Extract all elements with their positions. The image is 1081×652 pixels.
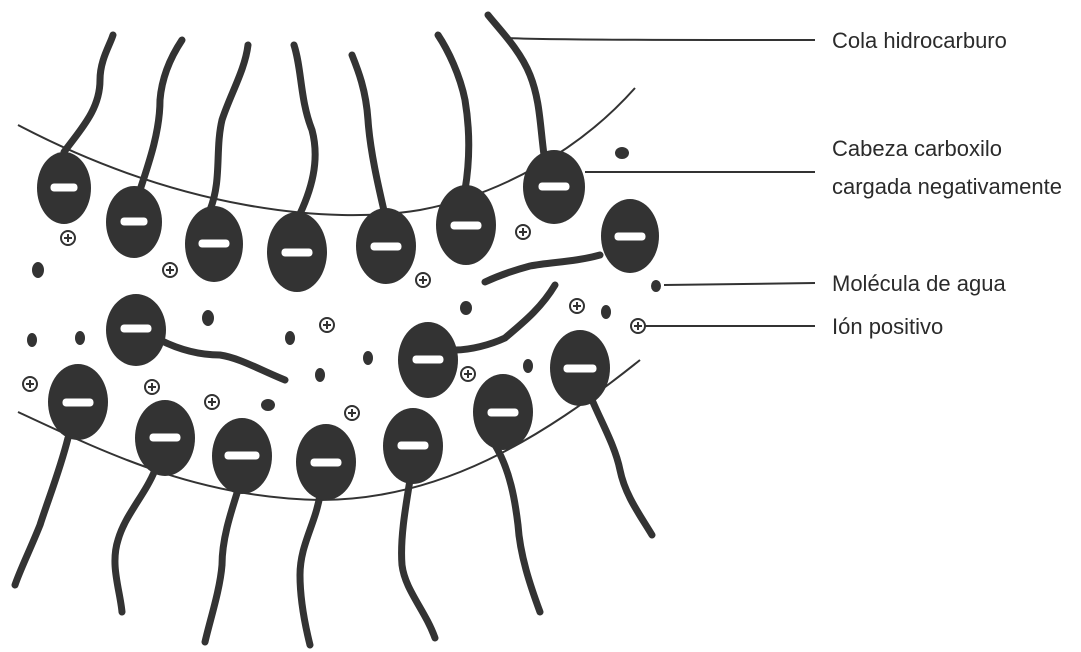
negative-charge-sign	[450, 221, 482, 230]
lower-tail	[15, 438, 68, 585]
upper-tail	[140, 40, 182, 190]
water-molecule	[651, 280, 661, 292]
water-label: Molécula de agua	[832, 271, 1006, 296]
positive-ion	[320, 318, 334, 332]
positive-ion	[516, 225, 530, 239]
water-molecule	[601, 305, 611, 319]
negative-charge-sign	[563, 364, 597, 373]
negative-charge-sign	[120, 324, 152, 333]
positive-ion	[461, 367, 475, 381]
negative-charge-sign	[310, 458, 342, 467]
lower-tail	[115, 470, 155, 612]
lower-tail	[300, 495, 320, 645]
negative-charge-sign	[538, 182, 570, 191]
negative-charge-sign	[370, 242, 402, 251]
negative-charge-sign	[50, 183, 78, 192]
positive-ion	[145, 380, 159, 394]
lower-tail	[590, 395, 652, 535]
water-molecule	[27, 333, 37, 347]
lower-tail	[205, 490, 238, 642]
water-molecule	[523, 359, 533, 373]
upper-tail	[210, 45, 248, 210]
upper-tail	[64, 35, 113, 152]
inner-tail	[485, 255, 600, 282]
upper-tail	[352, 55, 385, 215]
upper-tail	[488, 15, 544, 155]
lower-tail	[495, 445, 540, 612]
negative-charge-sign	[281, 248, 313, 257]
head-label-line2: cargada negativamente	[832, 174, 1062, 199]
positive-ion	[345, 406, 359, 420]
head-label-line1: Cabeza carboxilo	[832, 136, 1002, 161]
tail-leader-line	[506, 38, 815, 40]
water-leader-line	[664, 283, 815, 285]
upper-tail	[294, 45, 315, 220]
positive-ion	[570, 299, 584, 313]
positive-ion	[61, 231, 75, 245]
positive-ion	[23, 377, 37, 391]
water-molecule	[202, 310, 214, 326]
negative-charge-sign	[224, 451, 260, 460]
negative-charge-sign	[149, 433, 181, 442]
inner-tail	[160, 340, 285, 380]
positive-ion	[205, 395, 219, 409]
water-molecule	[261, 399, 275, 411]
negative-charge-sign	[614, 232, 646, 241]
water-molecule	[615, 147, 629, 159]
lower-tail	[402, 480, 435, 638]
negative-charge-sign	[62, 398, 94, 407]
water-molecule	[363, 351, 373, 365]
upper-tail	[438, 35, 469, 190]
negative-charge-sign	[397, 441, 429, 450]
upper-heads	[37, 150, 659, 292]
ion-label: Ión positivo	[832, 314, 943, 339]
negative-charge-sign	[120, 217, 148, 226]
positive-ion	[163, 263, 177, 277]
negative-charge-sign	[412, 355, 444, 364]
water-molecule	[32, 262, 44, 278]
positive-ion	[416, 273, 430, 287]
water-molecule	[75, 331, 85, 345]
negative-charge-sign	[487, 408, 519, 417]
negative-charge-sign	[198, 239, 230, 248]
water-molecule	[315, 368, 325, 382]
water-molecule	[285, 331, 295, 345]
positive-ion	[631, 319, 645, 333]
water-molecule	[460, 301, 472, 315]
inner-tail	[455, 285, 555, 350]
tail-label: Cola hidrocarburo	[832, 28, 1007, 53]
